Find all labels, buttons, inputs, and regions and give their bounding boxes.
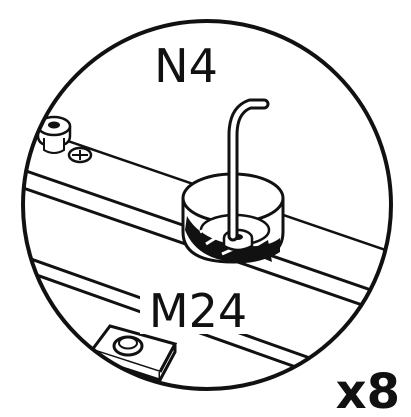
allen-key xyxy=(227,98,270,242)
label-backing xyxy=(140,288,256,334)
detail-contents: N4 M24 xyxy=(23,39,391,389)
rotation-arrow xyxy=(185,216,280,263)
part-label-n4: N4 xyxy=(154,39,218,93)
screw-head-small xyxy=(67,146,93,164)
quantity-label: x8 xyxy=(336,364,400,417)
part-label-m24: M24 xyxy=(149,284,247,338)
detail-circle-frame xyxy=(21,19,393,391)
